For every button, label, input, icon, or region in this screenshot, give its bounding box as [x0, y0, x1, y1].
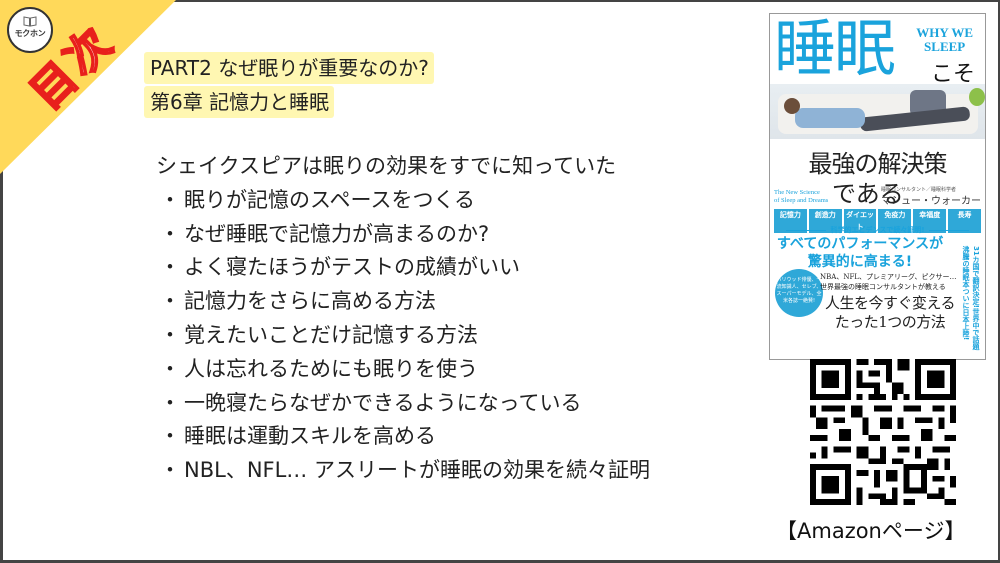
amazon-page-link[interactable]: 【Amazonページ】 [776, 519, 966, 543]
toc-item: ・NBL、NFL… アスリートが睡眠の効果を続々証明 [156, 454, 650, 488]
section-heading: PART2 なぜ眠りが重要なのか? 第6章 記憶力と睡眠 [144, 52, 434, 118]
toc-item: ・睡眠は運動スキルを高める [156, 420, 650, 454]
bullet: ・ [159, 255, 181, 280]
toc-item: ・よく寝たほうがテストの成績がいい [156, 251, 650, 285]
cover-title: 睡眠 [774, 13, 896, 85]
cover-title-koso: こそ [930, 62, 975, 87]
toc-item: ・なぜ睡眠で記憶力が高まるのか? [156, 218, 650, 252]
toc-item: ・記憶力をさらに高める方法 [156, 285, 650, 319]
qr-code-icon[interactable] [810, 359, 956, 505]
cover-catchphrase: すべてのパフォーマンスが 驚異的に高まる! [776, 236, 944, 270]
cover-main-title: 最強の解決策 [808, 150, 948, 178]
bullet: ・ [159, 458, 181, 483]
cover-vertical-text: 31カ国で翻訳決定!世界中で話題沸騰の睡眠本ついに日本上陸! [962, 246, 980, 350]
toc-list: シェイクスピアは眠りの効果をすでに知っていた ・眠りが記憶のスペースをつくる ・… [156, 150, 650, 488]
bullet: ・ [159, 187, 181, 212]
cover-photo-sleeping-man [770, 84, 985, 139]
cover-main-title-2: である [832, 180, 904, 208]
chapter-title: 第6章 記憶力と睡眠 [144, 86, 335, 118]
cover-life-text: 人生を今すぐ変える たった1つの方法 [825, 294, 956, 331]
logo-text: モクホン [14, 29, 46, 38]
toc-item: ・眠りが記憶のスペースをつくる [156, 184, 650, 218]
book-cover-image[interactable]: 睡眠 WHY WE SLEEP こそ 最強の解決策 である The New Sc… [769, 13, 986, 360]
cover-subtitle-english: The New Science of Sleep and Dreams [774, 189, 829, 204]
bullet: ・ [159, 390, 181, 415]
bullet: ・ [159, 221, 181, 246]
cover-nba-text: NBA、NFL、プレミアリーグ、ピクサー… 世界最強の睡眠コンサルタントが教える [820, 273, 957, 291]
cover-evidence: 科学的エビデンスで続々証明! [770, 225, 985, 235]
bullet: ・ [159, 289, 181, 314]
bullet: ・ [159, 424, 181, 449]
toc-item: ・一晩寝たらなぜかできるようになっている [156, 387, 650, 421]
open-book-icon [23, 16, 37, 27]
mokuhon-logo[interactable]: モクホン [7, 7, 53, 53]
cover-title-english: WHY WE SLEEP [916, 25, 973, 54]
toc-item: シェイクスピアは眠りの効果をすでに知っていた [156, 154, 617, 178]
bullet: ・ [159, 356, 181, 381]
toc-item: ・覚えたいことだけ記憶する方法 [156, 319, 650, 353]
bullet: ・ [159, 322, 181, 347]
toc-item: ・人は忘れるためにも眠りを使う [156, 353, 650, 387]
cover-circle-badge: ハリウッド俳優、一流知識人、セレブ、スーパーモデル、全米各誌一絶賛! [775, 269, 823, 317]
part-title: PART2 なぜ眠りが重要なのか? [144, 52, 434, 84]
